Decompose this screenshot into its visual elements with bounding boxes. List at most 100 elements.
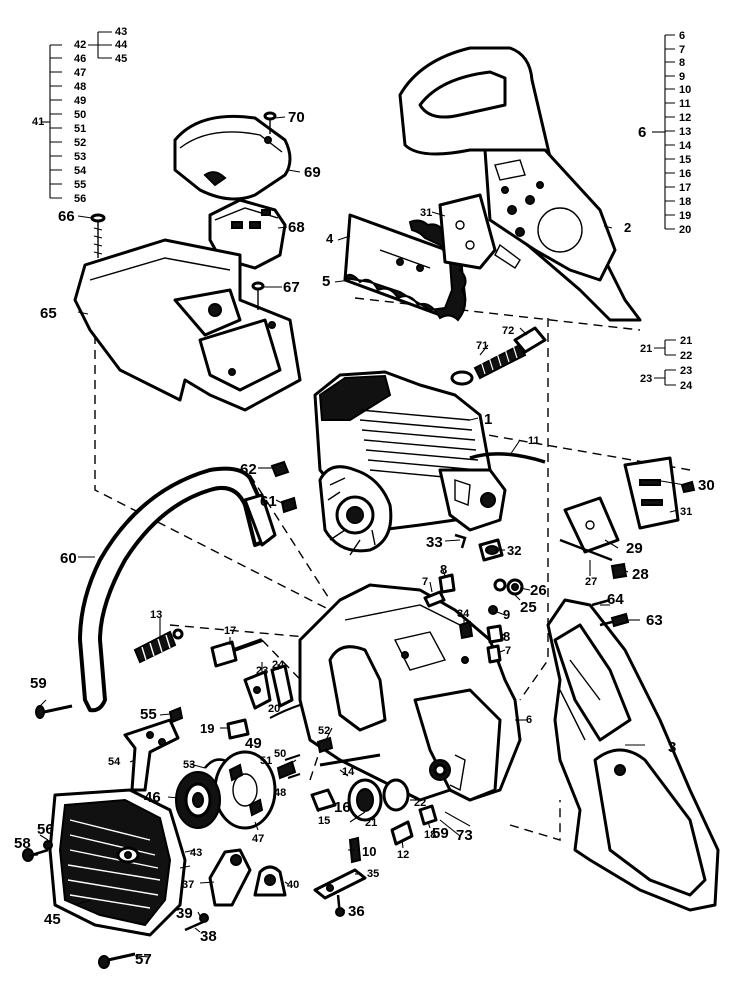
part-71-av-spring [450,341,527,386]
part-8-bushing-top [438,573,456,594]
part-14-hose [319,753,381,767]
label-13a: 13 [679,126,691,138]
part-10-grommet [348,836,362,864]
label-59: 59 [30,675,47,692]
label-4: 4 [326,231,334,246]
bracket-list-23 [654,369,676,386]
label-56a: 56 [37,821,54,838]
label-16: 16 [334,799,351,816]
label-21: 21 [640,343,652,355]
label-7a: 7 [679,44,685,56]
bracket-list-41 [42,31,112,199]
label-11a: 11 [679,98,691,110]
label-11: 11 [528,435,540,447]
label-12a: 12 [679,112,691,124]
label-6a: 6 [679,30,685,42]
label-28: 28 [632,566,649,583]
label-68: 68 [288,219,305,236]
label-55: 55 [74,179,86,191]
part-50-51-48-bolts [276,754,301,780]
label-16a: 16 [679,168,691,180]
label-41: 41 [32,116,44,128]
part-70-screw [263,111,277,134]
part-40-grip-insert [253,865,287,897]
label-3: 3 [668,739,676,756]
label-60: 60 [60,550,77,567]
part-28-nut [610,562,628,580]
label-51a: 51 [260,755,272,767]
part-65-top-cover [73,238,302,412]
label-14a: 14 [679,140,692,152]
label-57: 57 [135,951,152,968]
label-17a: 17 [679,182,691,194]
label-46a: 46 [144,789,161,806]
label-51: 51 [74,123,86,135]
label-23b: 23 [256,665,268,677]
label-29: 29 [626,540,643,557]
label-70: 70 [288,109,305,126]
label-35: 35 [367,868,379,880]
label-23: 23 [640,373,652,385]
part-43-starter-housing [48,788,187,937]
label-54a: 54 [108,756,121,768]
label-2: 2 [624,220,631,235]
label-31: 31 [420,207,432,219]
part-housing [298,583,522,802]
label-15: 15 [318,815,330,827]
part-38-39-screws [184,913,209,932]
label-8b: 8 [503,629,510,644]
label-64: 64 [607,591,624,608]
label-71: 71 [476,340,488,352]
label-25: 25 [520,599,537,616]
label-31a: 31 [680,506,692,518]
label-53: 53 [74,151,86,163]
part-60-front-handle [78,466,277,713]
label-73: 73 [456,827,473,844]
part-63-64-screws [591,598,630,628]
label-18: 18 [424,829,436,841]
label-27: 27 [585,576,597,588]
part-31-side-plate [623,456,680,530]
label-7: 7 [422,576,428,588]
label-9: 9 [503,607,510,622]
part-57-screw [98,952,136,969]
label-37: 37 [182,879,194,891]
label-66: 66 [58,208,75,225]
label-34: 34 [457,608,470,620]
label-54: 54 [74,165,87,177]
label-56: 56 [74,193,86,205]
label-17: 17 [224,625,236,637]
part-47-pulley [213,750,277,830]
label-46: 46 [74,53,86,65]
label-52a: 52 [318,725,330,737]
label-48: 48 [274,787,286,799]
label-12: 12 [397,849,409,861]
label-40: 40 [287,879,299,891]
label-26: 26 [530,582,547,599]
part-35-plate [313,868,367,900]
label-36: 36 [348,903,365,920]
label-43: 43 [115,26,127,38]
label-49: 49 [74,95,86,107]
label-22a: 22 [680,350,692,362]
part-59-screw-left [35,704,73,719]
label-19: 19 [200,721,214,736]
label-19a: 19 [679,210,691,222]
label-42: 42 [74,39,86,51]
label-45a: 45 [44,911,61,928]
label-32: 32 [507,543,521,558]
label-21a: 21 [680,335,692,347]
part-61-screw [280,496,298,514]
part-27-adjuster-screw [559,538,613,562]
part-62-nut [270,460,290,478]
part-18-screw [418,804,438,826]
label-61: 61 [260,493,277,510]
label-7b: 7 [505,645,511,657]
part-13-spring [133,628,184,664]
label-6b: 6 [526,714,532,726]
part-3-rear-handle [546,598,720,912]
label-33: 33 [426,534,443,551]
label-18a: 18 [679,196,691,208]
label-30: 30 [698,477,715,494]
